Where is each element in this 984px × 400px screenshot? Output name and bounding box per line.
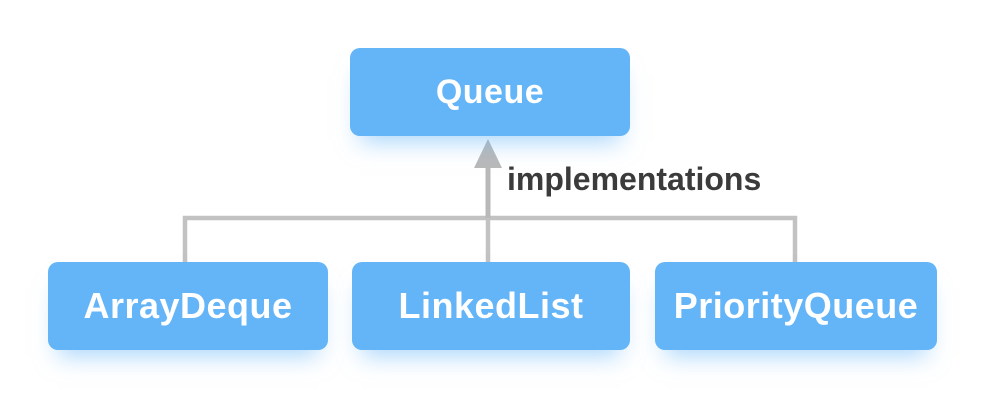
node-linkedlist: LinkedList <box>352 262 630 350</box>
node-priorityqueue: PriorityQueue <box>655 262 937 350</box>
node-queue-label: Queue <box>435 72 545 111</box>
node-linkedlist-label: LinkedList <box>398 285 584 326</box>
edge-label-implementations: implementations <box>507 161 762 197</box>
node-arraydeque: ArrayDeque <box>48 262 328 350</box>
node-queue: Queue <box>350 48 630 136</box>
node-arraydeque-label: ArrayDeque <box>83 285 293 326</box>
arrowhead-up-icon <box>474 139 502 168</box>
node-priorityqueue-label: PriorityQueue <box>673 285 919 326</box>
